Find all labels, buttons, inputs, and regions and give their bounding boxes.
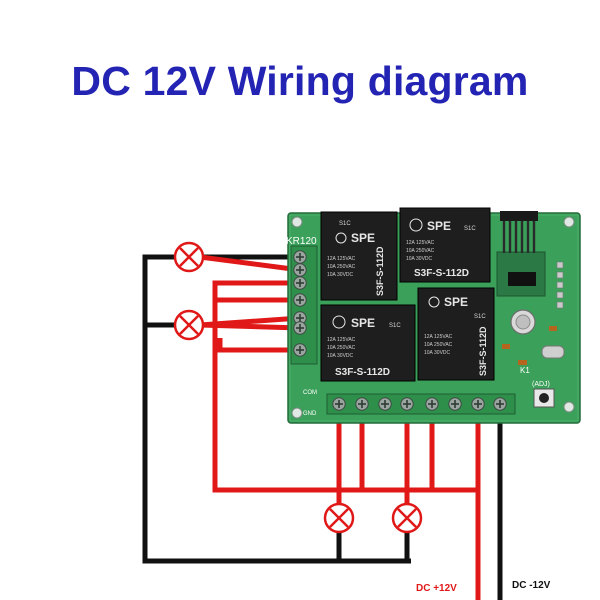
svg-text:10A 30VDC: 10A 30VDC [424,350,451,356]
red-wires [199,254,481,600]
svg-text:10A 30VDC: 10A 30VDC [327,272,354,278]
svg-text:12A 125VAC: 12A 125VAC [327,256,356,262]
svg-text:12A 125VAC: 12A 125VAC [406,240,435,246]
svg-text:10A 30VDC: 10A 30VDC [406,256,433,262]
svg-text:S1C: S1C [464,226,476,232]
svg-text:S1C: S1C [339,221,351,227]
lamp-icon-bottom-left [323,502,355,534]
svg-text:10A 250VAC: 10A 250VAC [424,342,453,348]
black-wire-left-bus [142,254,411,564]
dc-negative-label: DC -12V [512,580,551,591]
svg-text:S1C: S1C [389,323,401,329]
svg-text:10A 250VAC: 10A 250VAC [327,345,356,351]
diagram-title: DC 12V Wiring diagram [71,58,529,104]
svg-text:10A 250VAC: 10A 250VAC [406,248,435,254]
svg-text:S3F-S-112D: S3F-S-112D [478,326,488,376]
lamp-icon-left-top [173,241,205,273]
relay-bottom-left: SPE S1C 12A 125VAC 10A 250VAC 10A 30VDC … [320,304,416,382]
crystal-icon [541,345,565,359]
capacitor-icon [510,309,536,335]
red-wire-lamp1-out [199,254,301,273]
svg-text:10A 250VAC: 10A 250VAC [327,264,356,270]
red-wire-lamp2-feed [217,338,300,353]
svg-text:SPE: SPE [351,231,375,245]
lamp-icon-bottom-right [391,502,423,534]
learn-button-icon [533,388,555,408]
red-wire-lamp2-join [199,315,301,328]
svg-text:S1C: S1C [474,314,486,320]
board-adj-label: (ADJ) [532,381,550,388]
svg-text:S3F-S-112D: S3F-S-112D [335,367,390,378]
board-model-label: KR120 [286,236,317,247]
relay-top-left: S1C SPE S3F-S-112D 12A 125VAC 10A 250VAC… [320,211,398,301]
red-wire-lamp1-feed [212,280,339,493]
svg-text:SPE: SPE [444,295,468,309]
svg-text:S3F-S-112D: S3F-S-112D [414,268,469,279]
svg-text:12A 125VAC: 12A 125VAC [424,334,453,340]
relay-top-right: SPE S1C 12A 125VAC 10A 250VAC 10A 30VDC … [399,207,491,283]
terminal-block-bottom [326,393,516,415]
board-gnd-label: GND [303,411,317,417]
board-com-label: COM [303,390,317,396]
lamp-icon-left-middle [173,309,205,341]
board-k1-label: K1 [520,366,530,375]
svg-text:10A 30VDC: 10A 30VDC [327,353,354,359]
dc-positive-label: DC +12V [416,583,457,594]
svg-text:SPE: SPE [427,219,451,233]
svg-text:12A 125VAC: 12A 125VAC [327,337,356,343]
relay-bottom-right: SPE S1C S3F-S-112D 12A 125VAC 10A 250VAC… [417,287,495,381]
svg-text:S3F-S-112D: S3F-S-112D [375,246,385,296]
svg-text:SPE: SPE [351,316,375,330]
